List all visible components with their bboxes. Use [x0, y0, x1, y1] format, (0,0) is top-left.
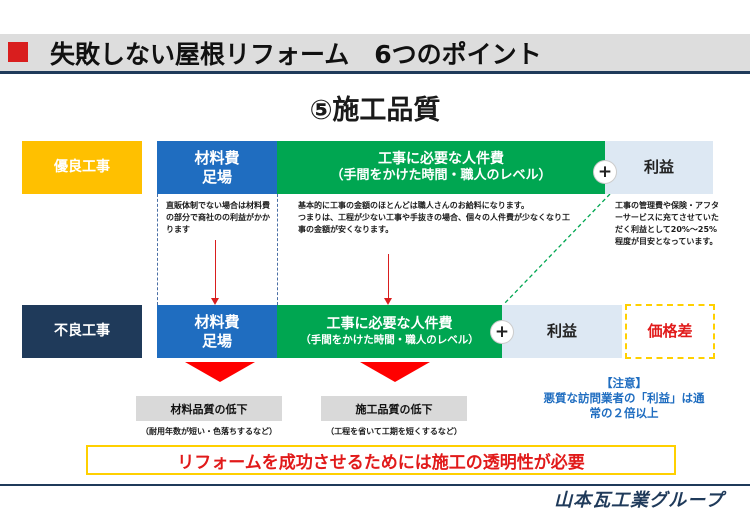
page-title: 失敗しない屋根リフォーム 6つのポイント	[50, 40, 542, 69]
good-material-line2: 足場	[201, 167, 232, 186]
caution-text: 悪質な訪問業者の「利益」は通常の２倍以上	[543, 391, 705, 420]
diagonal-guide-line	[503, 194, 611, 305]
good-material-line1: 材料費	[194, 148, 240, 167]
material-quality-drop: 材料品質の低下	[136, 396, 282, 421]
profit-note: 工事の管理費や保険・アフターサービスに充てさせていただく利益として20%～25%…	[615, 201, 719, 246]
title-marker-icon	[8, 42, 28, 62]
footer-divider	[0, 484, 750, 486]
triangle-down-icon	[185, 362, 255, 382]
caution-block: 【注意】 悪質な訪問業者の「利益」は通常の２倍以上	[540, 376, 708, 421]
bad-labor-box: 工事に必要な人件費 （手間をかけた時間・職人のレベル）	[277, 305, 502, 358]
arrow-head-icon	[211, 298, 219, 305]
material-note: 直販体制でない場合は材料費の部分で商社のの利益がかかります	[166, 201, 270, 234]
arrow-head-icon	[384, 298, 392, 305]
good-work-label: 優良工事	[22, 141, 142, 194]
plus-icon: +	[491, 321, 513, 343]
bad-labor-line1: 工事に必要な人件費	[326, 316, 453, 333]
guide-line	[277, 194, 278, 305]
section-subtitle: ⑤施工品質	[309, 95, 441, 126]
bad-profit-box: 利益	[502, 305, 622, 358]
conclusion-banner: リフォームを成功させるためには施工の透明性が必要	[86, 445, 676, 475]
caution-heading: 【注意】	[601, 376, 647, 390]
labor-note: 基本的に工事の金額のほとんどは職人さんのお給料になります。 つまりは、工程が少な…	[298, 201, 570, 234]
good-labor-box: 工事に必要な人件費 （手間をかけた時間・職人のレベル）	[277, 141, 605, 194]
company-logo: 山本瓦工業グループ	[554, 490, 724, 511]
good-material-box: 材料費 足場	[157, 141, 277, 194]
bad-material-line1: 材料費	[194, 312, 240, 331]
bad-work-label: 不良工事	[22, 305, 142, 358]
construction-quality-drop: 施工品質の低下	[321, 396, 467, 421]
down-arrow-icon	[388, 254, 389, 300]
guide-line	[157, 194, 158, 305]
title-bar	[0, 34, 750, 74]
good-labor-line1: 工事に必要な人件費	[377, 150, 504, 167]
good-profit-box: 利益	[605, 141, 713, 194]
bad-material-line2: 足場	[201, 331, 232, 350]
down-arrow-icon	[215, 240, 216, 300]
material-quality-note: （耐用年数が短い・色落ちするなど）	[141, 427, 277, 436]
construction-quality-note: （工程を省いて工期を短くするなど）	[326, 427, 462, 436]
triangle-down-icon	[360, 362, 430, 382]
price-difference-box: 価格差	[625, 304, 715, 359]
good-labor-line2: （手間をかけた時間・職人のレベル）	[330, 168, 552, 184]
bad-labor-line2: （手間をかけた時間・職人のレベル）	[300, 333, 479, 346]
plus-icon: +	[594, 161, 616, 183]
bad-material-box: 材料費 足場	[157, 305, 277, 358]
